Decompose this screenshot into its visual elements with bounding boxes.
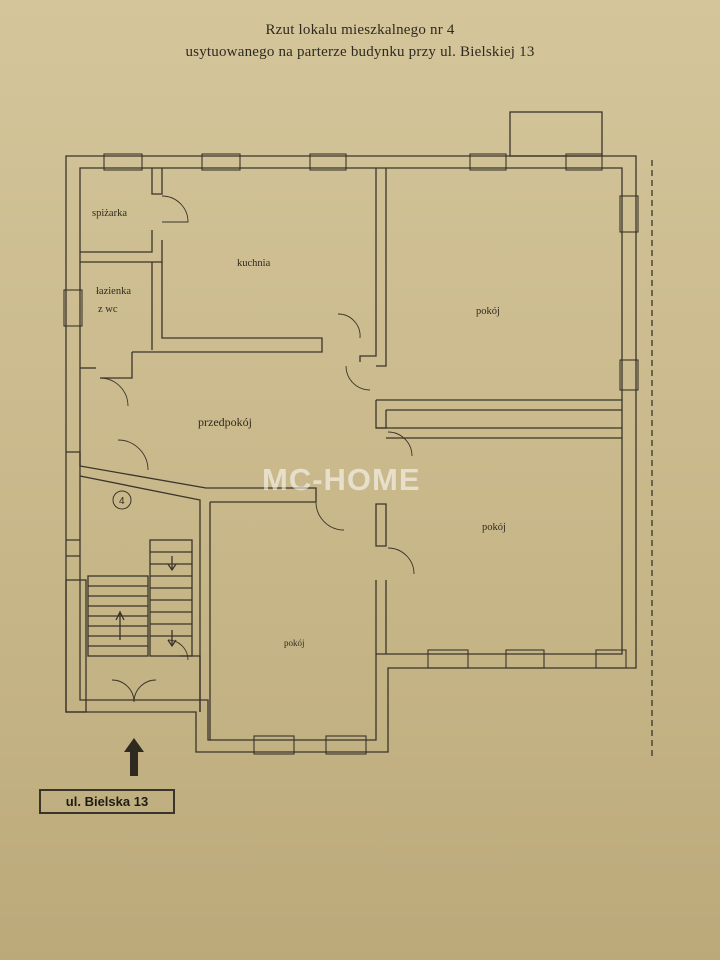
door-swings — [99, 195, 415, 703]
room-label-room-bottom: pokój — [284, 638, 305, 648]
bathroom-walls — [80, 352, 133, 379]
room-label-kitchen: kuchnia — [237, 258, 271, 269]
kitchen-walls — [132, 168, 387, 367]
room-label-room-mid-right: pokój — [482, 522, 506, 533]
staircase — [87, 539, 193, 657]
plan-title-line1: Rzut lokalu mieszkalnego nr 4 — [265, 22, 455, 38]
room-label-pantry: spiżarka — [92, 208, 127, 219]
outer-wall — [65, 155, 637, 753]
unit-number-circle — [112, 490, 132, 510]
balcony-outline — [509, 111, 603, 157]
watermark: MC-HOME — [262, 462, 421, 497]
room-label-bathroom-line1: łazienka — [96, 286, 131, 297]
corridor-walls — [66, 451, 387, 740]
plan-title-line2: usytuowanego na parterze budynku przy ul… — [185, 44, 535, 60]
room-divider-wall — [375, 399, 622, 439]
room-label-room-top-right: pokój — [476, 306, 500, 317]
room-label-bathroom-line2: z wc — [98, 304, 118, 315]
entrance-street-label: ul. Bielska 13 — [39, 789, 175, 814]
entrance-arrow-icon — [124, 738, 144, 776]
room-label-hallway: przedpokój — [198, 415, 252, 429]
windows — [63, 153, 639, 755]
unit-number: 4 — [119, 496, 125, 507]
entrance-walls — [65, 539, 201, 713]
